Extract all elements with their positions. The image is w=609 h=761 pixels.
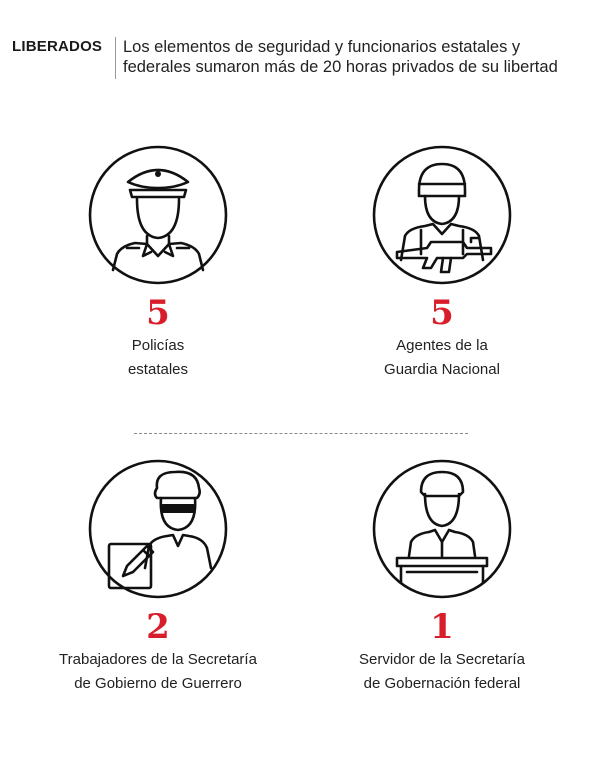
label-line-1: Servidor de la Secretaría	[359, 651, 525, 668]
dashed-divider	[134, 433, 468, 434]
label-trabajadores: Trabajadores de la Secretaría de Gobiern…	[18, 648, 298, 696]
government-worker-icon	[88, 459, 228, 599]
value-servidor: 1	[430, 607, 454, 647]
label-line-1: Agentes de la	[396, 337, 488, 354]
item-servidor: 1 Servidor de la Secretaría de Gobernaci…	[302, 458, 582, 696]
federal-official-icon	[372, 459, 512, 599]
label-policias: Policías estatales	[18, 334, 298, 382]
value-guardia-nacional: 5	[430, 293, 454, 333]
item-guardia-nacional: 5 Agentes de la Guardia Nacional	[302, 144, 582, 382]
value-trabajadores: 2	[146, 607, 170, 647]
item-trabajadores: 2 Trabajadores de la Secretaría de Gobie…	[18, 458, 298, 696]
item-policias: 5 Policías estatales	[18, 144, 298, 382]
description-line-1: Los elementos de seguridad y funcionario…	[123, 38, 521, 56]
label-line-2: de Gobierno de Guerrero	[74, 675, 242, 692]
header-description: Los elementos de seguridad y funcionario…	[123, 37, 609, 77]
label-line-2: estatales	[127, 361, 189, 378]
kicker: LIBERADOS	[12, 38, 103, 55]
police-officer-icon	[88, 145, 228, 285]
description-line-2: federales sumaron más de 20 horas privad…	[123, 58, 558, 76]
label-line-1: Trabajadores de la Secretaría	[59, 651, 257, 668]
label-line-2: de Gobernación federal	[363, 675, 521, 692]
label-line-1: Policías	[131, 337, 185, 354]
value-policias: 5	[146, 293, 170, 333]
label-guardia-nacional: Agentes de la Guardia Nacional	[302, 334, 582, 382]
label-line-2: Guardia Nacional	[384, 361, 500, 378]
label-servidor: Servidor de la Secretaría de Gobernación…	[302, 648, 582, 696]
national-guard-soldier-icon	[372, 145, 512, 285]
header-separator	[115, 37, 116, 79]
